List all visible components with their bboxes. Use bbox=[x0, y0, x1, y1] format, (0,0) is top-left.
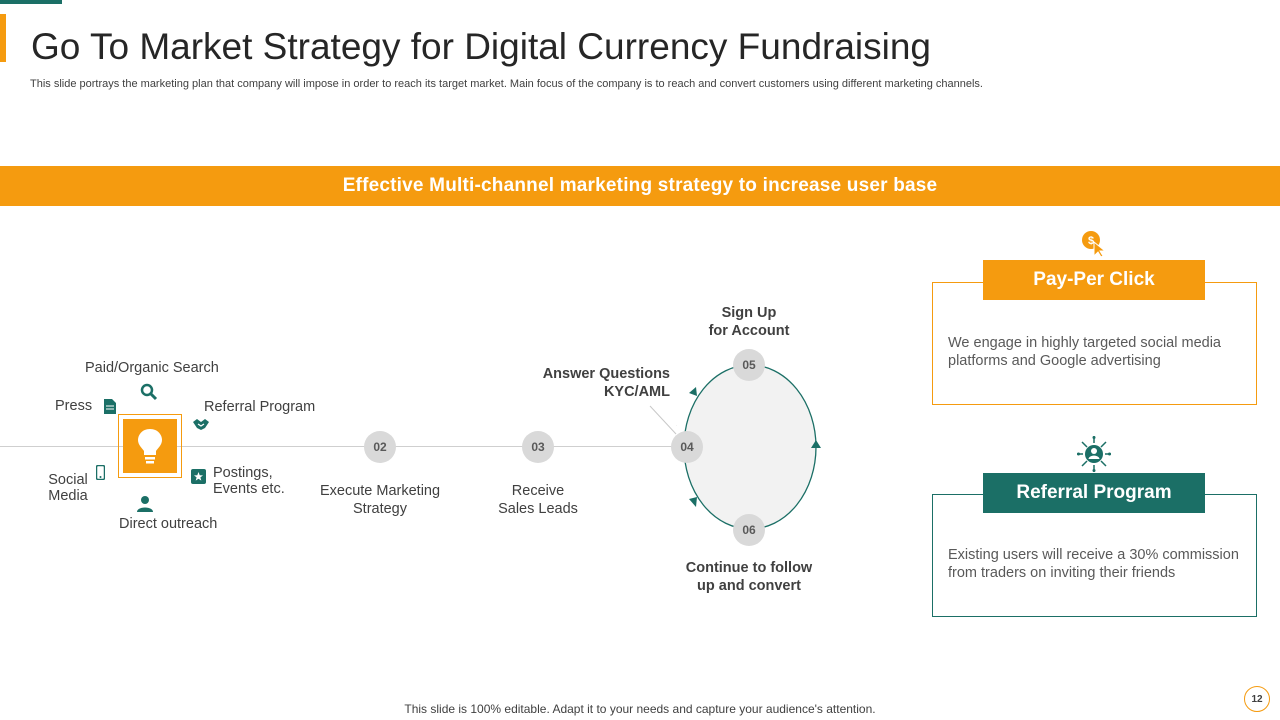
top-accent-bar bbox=[0, 0, 62, 4]
page-subtitle: This slide portrays the marketing plan t… bbox=[30, 78, 983, 90]
card-title: Referral Program bbox=[1016, 482, 1172, 503]
step-05-circle: 05 bbox=[733, 349, 765, 381]
step-number: 05 bbox=[742, 358, 756, 372]
star-badge-icon bbox=[191, 469, 206, 484]
step-number: 03 bbox=[531, 440, 545, 454]
step-02-circle: 02 bbox=[364, 431, 396, 463]
page-number: 12 bbox=[1251, 693, 1263, 705]
channel-social-label-line1: Social bbox=[48, 472, 88, 488]
pay-per-click-text: We engage in highly targeted social medi… bbox=[948, 334, 1248, 370]
referral-program-text: Existing users will receive a 30% commis… bbox=[948, 546, 1253, 582]
handshake-icon bbox=[192, 417, 210, 431]
channel-paid-search-label: Paid/Organic Search bbox=[85, 360, 219, 376]
step-03-line2: Sales Leads bbox=[498, 501, 578, 517]
pay-per-click-header: Pay-Per Click bbox=[983, 260, 1205, 300]
step-06-line1: Continue to follow bbox=[685, 560, 813, 576]
step-02-label: Execute Marketing Strategy bbox=[300, 482, 460, 518]
step-02-line2: Strategy bbox=[353, 501, 407, 517]
step-06-circle: 06 bbox=[733, 514, 765, 546]
step-02-line1: Execute Marketing bbox=[319, 483, 441, 499]
pay-per-click-text-line2: platforms and Google advertising bbox=[948, 353, 1161, 369]
lightbulb-icon bbox=[123, 419, 177, 473]
referral-program-text-line1: Existing users will receive a 30% commis… bbox=[948, 547, 1239, 563]
channel-social-label-line2: Media bbox=[48, 488, 88, 504]
channel-press-label: Press bbox=[55, 398, 93, 414]
step-number: 06 bbox=[742, 523, 756, 537]
cycle-arrow-upper-left bbox=[689, 387, 697, 396]
kyc-pointer-line bbox=[649, 405, 677, 435]
idea-box bbox=[118, 414, 182, 478]
step-03-circle: 03 bbox=[522, 431, 554, 463]
cursor-coin-icon: $ bbox=[1080, 230, 1110, 258]
timeline-line bbox=[0, 446, 690, 447]
pay-per-click-card bbox=[932, 282, 1257, 405]
channel-postings-label-line1: Postings, bbox=[213, 465, 273, 481]
channel-postings-label: Postings, Events etc. bbox=[213, 465, 285, 497]
cycle-arrow-lower-left bbox=[689, 497, 697, 507]
search-icon bbox=[140, 383, 158, 401]
step-04-circle: 04 bbox=[671, 431, 703, 463]
title-accent-bar bbox=[0, 14, 6, 62]
step-06-line2: up and convert bbox=[697, 578, 801, 594]
card-title: Pay-Per Click bbox=[1033, 269, 1155, 290]
referral-program-card bbox=[932, 494, 1257, 617]
step-03-line1: Receive bbox=[511, 483, 565, 499]
cycle-ellipse bbox=[683, 364, 817, 530]
banner-text: Effective Multi-channel marketing strate… bbox=[342, 175, 938, 196]
step-number: 04 bbox=[680, 440, 694, 454]
cycle-arrow-right bbox=[811, 440, 821, 448]
step-04-line2: KYC/AML bbox=[603, 384, 670, 400]
strategy-banner: Effective Multi-channel marketing strate… bbox=[0, 166, 1280, 206]
step-04-line1: Answer Questions bbox=[542, 366, 670, 382]
person-icon bbox=[137, 495, 153, 512]
pay-per-click-text-line1: We engage in highly targeted social medi… bbox=[948, 335, 1221, 351]
step-05-line1: Sign Up bbox=[721, 305, 777, 321]
channel-referral-label: Referral Program bbox=[204, 399, 316, 415]
channel-postings-label-line2: Events etc. bbox=[213, 481, 285, 497]
step-05-label: Sign Up for Account bbox=[679, 304, 819, 340]
smartphone-icon bbox=[96, 465, 105, 480]
referral-program-header: Referral Program bbox=[983, 473, 1205, 513]
step-number: 02 bbox=[373, 440, 387, 454]
step-04-label: Answer Questions KYC/AML bbox=[520, 365, 670, 401]
document-icon bbox=[104, 399, 116, 414]
svg-text:$: $ bbox=[1088, 235, 1094, 247]
channel-direct-label: Direct outreach bbox=[119, 516, 218, 532]
page-number-badge: 12 bbox=[1244, 686, 1270, 712]
step-05-line2: for Account bbox=[708, 323, 790, 339]
step-06-label: Continue to follow up and convert bbox=[669, 559, 829, 595]
channel-social-label: Social Media bbox=[40, 472, 96, 504]
page-title: Go To Market Strategy for Digital Curren… bbox=[31, 26, 932, 67]
referral-program-text-line2: from traders on inviting their friends bbox=[948, 565, 1176, 581]
footer-note: This slide is 100% editable. Adapt it to… bbox=[404, 702, 876, 716]
step-03-label: Receive Sales Leads bbox=[468, 482, 608, 518]
network-person-icon bbox=[1077, 436, 1111, 472]
